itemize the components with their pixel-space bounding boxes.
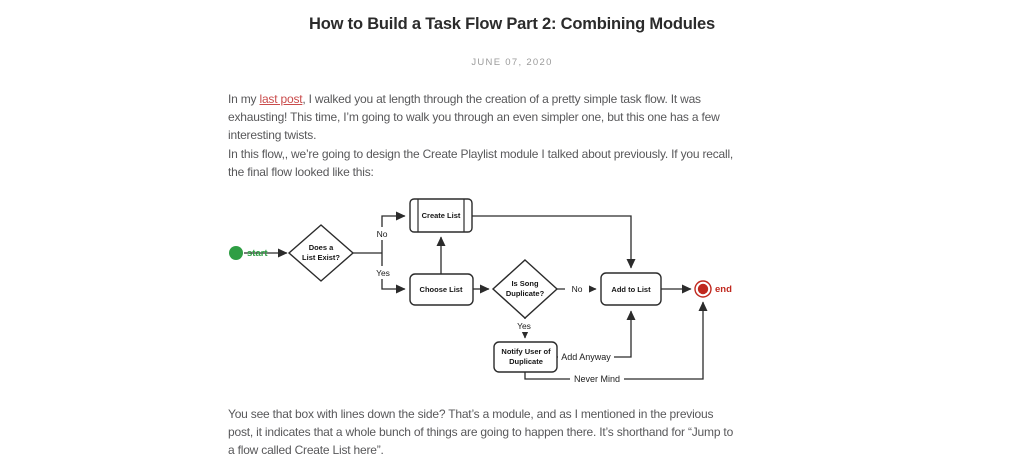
start-dot-icon [229,246,243,260]
label-bg [369,266,397,279]
paragraph-flow-description: In this flow,, we’re going to design the… [228,147,734,179]
module-label: Create List [422,211,461,220]
edge-label-no-mid: No [572,284,583,294]
page-title: How to Build a Task Flow Part 2: Combini… [309,15,715,33]
decision-label-line2: List Exist? [302,253,340,262]
process-label-line1: Notify User of [501,347,551,356]
module-create-list: Create List [409,198,473,233]
start-label: start [247,248,268,259]
edge-label-no-top: No [377,229,388,239]
edge-label-never-mind: Never Mind [574,374,620,384]
label-bg [565,282,589,295]
edge-no-to-create-list [381,211,406,253]
decision-does-list-exist: Does a List Exist? [287,224,355,282]
end-dot-icon [697,283,709,295]
start-node: start [229,246,268,260]
edge-label-yes-bottom: Yes [517,321,531,331]
flow-nodes: start Does a List Exist? Create List Cho… [229,198,732,373]
decision-is-song-duplicate: Is Song Duplicate? [491,259,559,319]
process-notify-user-of-duplicate: Notify User of Duplicate [493,341,558,373]
process-label: Add to List [611,285,651,294]
edge-create-to-add [472,215,636,269]
intro-text-after: , I walked you at length through the cre… [228,92,720,142]
edge-label-yes-left: Yes [376,268,390,278]
process-box [600,272,662,306]
decision-label-line1: Does a [309,243,334,252]
module-box [409,198,473,233]
end-label: end [715,284,732,295]
process-label: Choose List [420,285,463,294]
label-bg [370,227,395,240]
edge-label-add-anyway: Add Anyway [561,352,611,362]
intro-text-before: In my [228,92,260,106]
paragraph-module-explanation: You see that box with lines down the sid… [228,407,734,457]
decision-diamond [287,224,355,282]
end-node: end [694,280,732,298]
paragraph-intro: In my last post, I walked you at length … [228,90,740,144]
post-date: JUNE 07, 2020 [471,57,553,68]
process-label-line2: Duplicate [509,357,543,366]
label-bg [558,350,614,364]
process-box [409,273,474,306]
process-box [493,341,558,373]
process-choose-list: Choose List [409,273,474,306]
decision-label-line1: Is Song [511,279,539,288]
decision-label-line2: Duplicate? [506,289,545,298]
last-post-link[interactable]: last post [259,92,303,106]
flow-edge-labels: No Yes No Yes Add Anyway Never Mind [369,227,624,386]
label-bg [570,372,624,386]
process-add-to-list: Add to List [600,272,662,306]
task-flow-diagram: No Yes No Yes Add Anyway Never Mind star… [229,198,732,386]
edge-yes-to-choose-list [381,253,406,294]
label-bg [511,319,537,332]
decision-diamond [491,259,559,319]
